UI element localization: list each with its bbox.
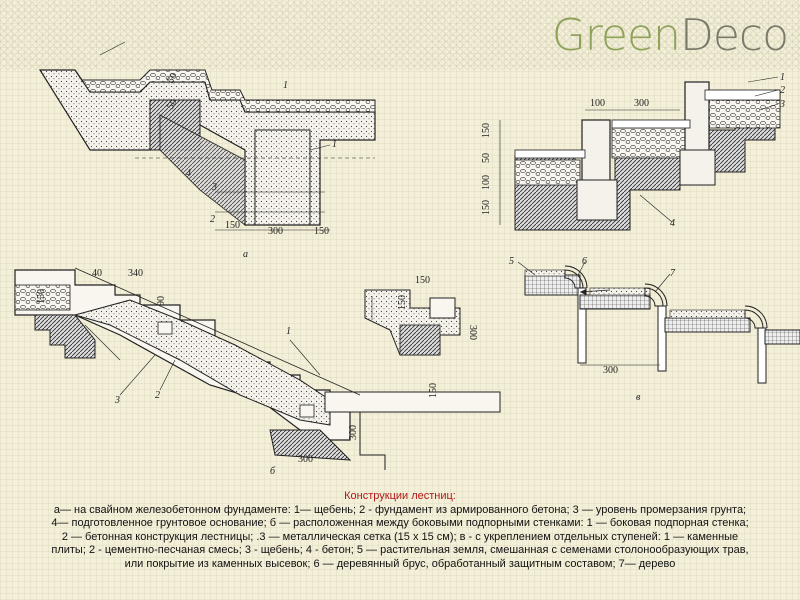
caption-line-3: 2 — бетонная конструкция лестницы; .3 — … bbox=[61, 530, 739, 543]
drawing-b-dim-300: 300 bbox=[348, 425, 359, 440]
drawing-v-dim-300: 300 bbox=[603, 365, 618, 376]
top-right-dim-100b: 100 bbox=[481, 175, 492, 190]
top-right-dim-50: 50 bbox=[481, 153, 492, 163]
caption-line-1: а— на свайном железобетонном фундаменте:… bbox=[53, 503, 747, 516]
caption-line-4: плиты; 2 - цементно-песчаная смесь; 3 - … bbox=[51, 544, 749, 557]
top-right-callout-1: 1 bbox=[780, 72, 785, 83]
detail-dim-150: 150 bbox=[415, 275, 430, 286]
caption-line-5: или покрытие из каменных высевок; 6 — де… bbox=[124, 557, 676, 570]
drawing-b: 1 2 3 40 340 150 90 300 150 300 б bbox=[14, 267, 501, 477]
top-right-dim-150b: 150 bbox=[481, 200, 492, 215]
detail-dim-150b: 150 bbox=[397, 295, 408, 310]
caption-line-2: 4— подготовленное грунтовое основание; б… bbox=[51, 517, 749, 530]
drawing-b-dim-300b: 300 bbox=[298, 454, 313, 465]
drawing-b-detail: 150 150 300 bbox=[364, 275, 478, 356]
drawing-a-dim-300: 300 bbox=[268, 226, 283, 237]
drawing-b-dim-340: 340 bbox=[128, 268, 143, 279]
drawing-v-label: в bbox=[636, 392, 641, 403]
top-right-dim-300: 300 bbox=[634, 98, 649, 109]
drawing-a-dim-50: 50 bbox=[165, 71, 180, 85]
top-right-dim-150: 150 bbox=[481, 123, 492, 138]
drawing-v: 5 6 7 300 в bbox=[509, 256, 800, 403]
drawing-b-callout-3: 3 bbox=[114, 395, 120, 406]
drawing-v-callout-5: 5 bbox=[509, 256, 514, 267]
drawing-b-callout-2: 2 bbox=[155, 390, 160, 401]
brand-logo-deco: Deco bbox=[679, 10, 789, 61]
top-right-callout-3: 3 bbox=[779, 99, 785, 110]
drawing-a-dim-50b: 50 bbox=[165, 97, 180, 111]
detail-dim-300: 300 bbox=[467, 325, 478, 340]
brand-logo-green: Green bbox=[551, 10, 681, 61]
drawing-a-callout-3: 3 bbox=[211, 182, 217, 193]
drawing-a-dim-150b: 150 bbox=[314, 226, 329, 237]
drawing-top-right: 1 2 3 4 100 300 150 50 100 150 bbox=[481, 72, 785, 231]
brand-logo: GreenDeco bbox=[551, 10, 789, 61]
drawing-v-callout-6: 6 bbox=[582, 256, 587, 267]
drawing-a-callout-4: 4 bbox=[186, 168, 191, 179]
drawing-a-callout-1: 1 bbox=[283, 80, 288, 91]
drawing-b-callout-1: 1 bbox=[286, 326, 291, 337]
drawing-a-callout-2: 2 bbox=[210, 214, 215, 225]
top-right-callout-4: 4 bbox=[670, 218, 675, 229]
drawing-a-dim-150: 150 bbox=[225, 220, 240, 231]
drawing-b-dim-150b: 150 bbox=[428, 383, 439, 398]
top-right-dim-100: 100 bbox=[590, 98, 605, 109]
drawing-a-label: а bbox=[243, 249, 248, 260]
top-right-callout-2: 2 bbox=[780, 85, 785, 96]
drawing-b-label: б bbox=[270, 466, 276, 477]
drawing-b-dim-90: 90 bbox=[156, 296, 167, 306]
header-band bbox=[0, 0, 800, 70]
drawing-a-callout-1b: 1 bbox=[332, 139, 337, 150]
drawing-b-dim-40: 40 bbox=[92, 268, 102, 279]
caption-block: Конструкции лестниц: а— на свайном желез… bbox=[0, 490, 800, 572]
drawing-v-callout-7: 7 bbox=[670, 268, 676, 279]
drawing-a: 1 2 3 4 1 150 300 150 50 50 а bbox=[38, 41, 376, 260]
drawing-b-dim-150: 150 bbox=[36, 289, 47, 304]
caption-title: Конструкции лестниц: bbox=[344, 490, 456, 502]
